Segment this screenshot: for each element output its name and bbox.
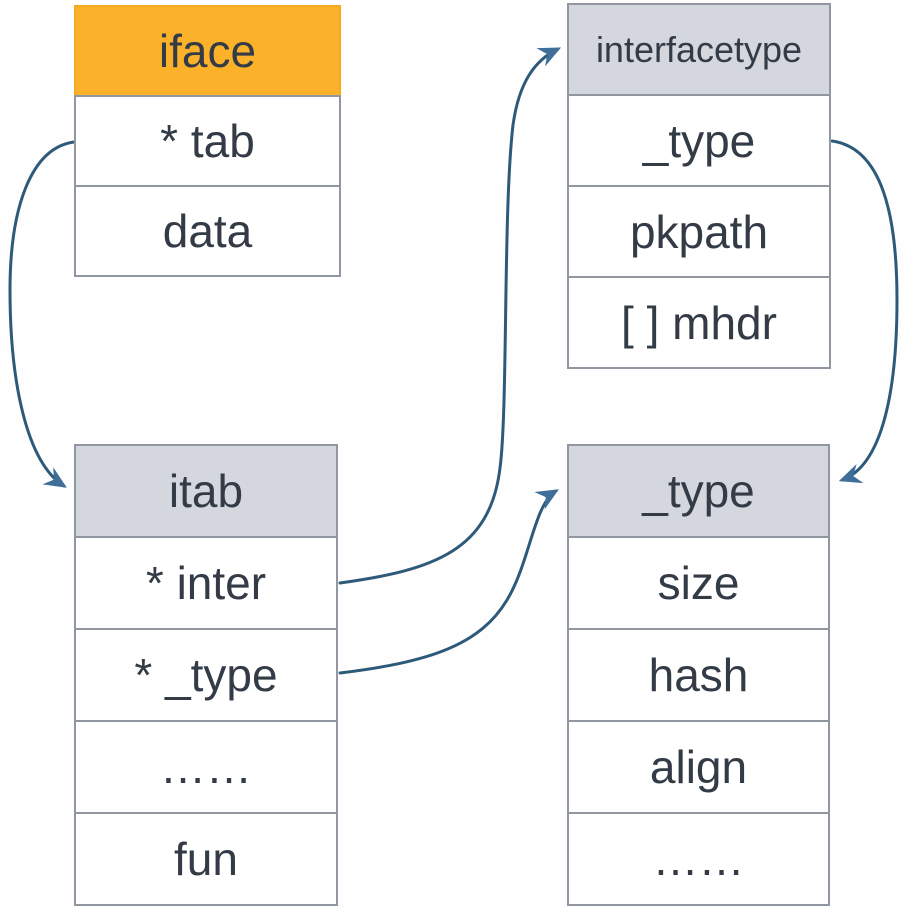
table-itab-row-fun: fun: [74, 812, 338, 906]
arrow-itab-inter-to-interfacetype: [338, 47, 562, 585]
table-iface: iface * tab data: [74, 5, 341, 277]
arrow-interfacetype-type-to-type: [830, 139, 899, 484]
table-iface-header: iface: [74, 5, 341, 97]
table-type-row-align: align: [567, 720, 830, 814]
table-itab-header: itab: [74, 444, 338, 538]
table-interfacetype-row-pkpath: pkpath: [567, 185, 831, 278]
table-itab: itab * inter * _type …… fun: [74, 444, 338, 906]
table-interfacetype-header: interfacetype: [567, 3, 831, 96]
table-interfacetype-row-mhdr: [ ] mhdr: [567, 276, 831, 369]
table-itab-row-type: * _type: [74, 628, 338, 722]
table-itab-row-ellipsis: ……: [74, 720, 338, 814]
table-type: _type size hash align ……: [567, 444, 830, 906]
table-iface-row-data: data: [74, 185, 341, 277]
table-interfacetype: interfacetype _type pkpath [ ] mhdr: [567, 3, 831, 369]
table-type-row-size: size: [567, 536, 830, 630]
table-itab-row-inter: * inter: [74, 536, 338, 630]
table-type-header: _type: [567, 444, 830, 538]
arrow-itab-type-to-type: [338, 489, 559, 675]
table-type-row-ellipsis: ……: [567, 812, 830, 906]
arrow-iface-tab-to-itab: [8, 140, 76, 488]
table-interfacetype-row-type: _type: [567, 94, 831, 187]
table-iface-row-tab: * tab: [74, 95, 341, 187]
table-type-row-hash: hash: [567, 628, 830, 722]
